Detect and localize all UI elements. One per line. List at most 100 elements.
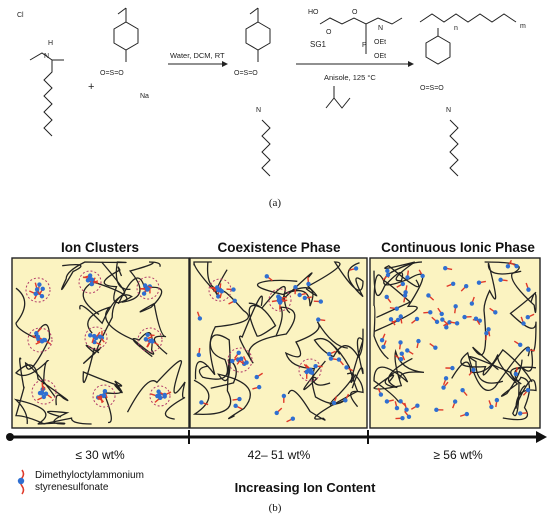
ion-pair-head: [388, 317, 394, 322]
ion-pair-head: [434, 407, 439, 413]
ion-pair-head: [415, 403, 420, 408]
ion-pair-head: [89, 281, 94, 287]
ion-pair-head: [400, 281, 406, 287]
ion-pair-head: [239, 356, 244, 361]
ion-pair-head: [101, 393, 107, 399]
ion-pair-head: [406, 414, 412, 419]
plus-sign: +: [88, 81, 94, 93]
polymer-chain: [87, 306, 155, 358]
ion-pair-head: [381, 344, 386, 350]
ammonium-h-label: H: [48, 40, 53, 47]
ion-pair-head: [293, 284, 298, 290]
ion-pair-head: [34, 331, 39, 336]
monomer-n-label: N: [256, 107, 261, 114]
sg1-structure: [319, 17, 403, 54]
ion-pair-head: [233, 403, 238, 409]
polymer-chain: [15, 357, 92, 425]
ion-pair-head: [216, 287, 221, 293]
ion-pair-head: [318, 299, 324, 304]
ion-pair-head: [494, 397, 500, 403]
polymer-chain: [193, 261, 228, 296]
legend-ion-symbol: [17, 469, 25, 495]
ion-pair-head: [41, 394, 47, 400]
ion-pair-head: [405, 275, 410, 280]
ion-pair-head: [394, 405, 400, 411]
ammonium-chloride-structure: [29, 52, 64, 137]
ion-pair-head: [521, 321, 526, 326]
ion-pair-head: [379, 338, 385, 343]
polymer-chain: [61, 261, 131, 290]
ion-pair-head: [35, 334, 41, 339]
ion-pair-head: [353, 266, 359, 271]
ion-pair-head: [344, 365, 349, 370]
reaction-arrow-1: [168, 61, 228, 67]
ion-pair-head: [156, 389, 161, 394]
ion-pair-head: [399, 351, 404, 356]
ion-pair-head: [297, 292, 302, 298]
ion-pair-head: [264, 274, 269, 279]
ion-pair-head: [400, 415, 405, 421]
ion-pair-head: [518, 411, 523, 416]
sodium-styrenesulfonate-structure: [113, 7, 139, 62]
polymer-chain: [313, 328, 364, 359]
ion-pair-head: [398, 340, 403, 345]
range-label-2: 42– 51 wt%: [248, 448, 311, 462]
ion-pair-head: [39, 339, 45, 344]
ion-pair-head: [102, 389, 108, 394]
ion-pair-head: [87, 273, 93, 278]
ion-cluster-outline: [268, 288, 292, 312]
ion-pair-head: [274, 410, 279, 416]
ion-pair-head: [232, 298, 237, 304]
ion-pair-head: [443, 376, 449, 381]
ion-cluster-outline: [78, 270, 102, 294]
ion-pair-head: [444, 325, 449, 330]
polymer-chain: [350, 337, 364, 408]
ion-pair-head: [237, 396, 242, 402]
ion-pair-head: [385, 268, 390, 274]
ion-pair-head: [196, 352, 202, 358]
polymer-chain: [472, 262, 522, 371]
ion-pair-head: [441, 385, 446, 390]
polymer-chain: [373, 274, 412, 360]
ion-pair-head: [336, 357, 342, 362]
ion-pair-head: [420, 273, 425, 279]
ion-pair-head: [378, 392, 384, 397]
ion-cluster-outline: [84, 326, 108, 350]
ion-pair-head: [428, 310, 433, 315]
ion-pair-head: [476, 280, 482, 285]
ion-pair-head: [92, 333, 97, 339]
phase-title-1: Ion Clusters: [61, 240, 139, 255]
ion-pair-head: [426, 293, 431, 298]
ion-pair-head: [145, 332, 150, 338]
polymer-chain: [79, 266, 133, 325]
copolymer-structure: [419, 13, 517, 177]
ion-pair-head: [525, 347, 531, 352]
ion-pair-head: [486, 327, 491, 332]
polymer-chain: [15, 359, 69, 406]
ion-pair-head: [462, 314, 467, 320]
ion-pair-head: [216, 294, 221, 299]
subscript-n: n: [454, 25, 458, 32]
ion-pair-head: [414, 316, 420, 322]
chloride-label: Cl: [17, 12, 24, 19]
polymer-chain: [117, 277, 168, 355]
phase-title-2: Coexistence Phase: [217, 240, 341, 255]
ion-pair-head: [404, 407, 409, 412]
ion-pair-head: [231, 287, 236, 292]
step2-conditions: Anisole, 125 °C: [324, 73, 376, 82]
caption-b: (b): [269, 502, 282, 514]
ion-pair-head: [443, 265, 448, 271]
sg1-group-p: P: [362, 42, 367, 49]
ion-cluster-outline: [27, 327, 53, 353]
ion-cluster-outline: [149, 385, 171, 407]
sodium-label: Na: [140, 93, 149, 100]
sulfonate-group-label-2: O=S=O: [234, 70, 258, 77]
sg1-group-o1: O: [326, 29, 332, 36]
ion-cluster-outline: [137, 327, 163, 353]
monomer-structure: [245, 7, 271, 177]
ion-pair-head: [306, 281, 311, 287]
ion-pair-head: [469, 301, 475, 306]
ion-pair-head: [460, 387, 465, 393]
polymer-chain: [373, 261, 420, 297]
subscript-m: m: [520, 23, 526, 30]
